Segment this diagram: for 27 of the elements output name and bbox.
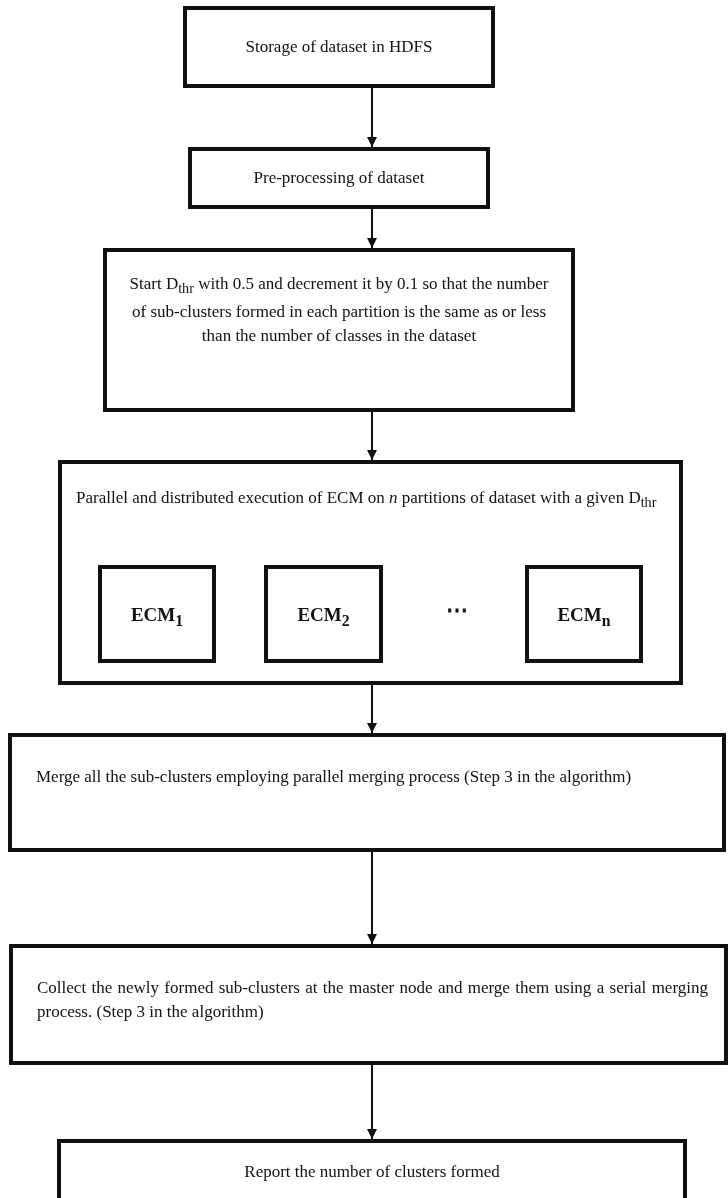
box-text: Merge all the sub-clusters employing parallel merging process (Step 3 in the algorithm) (36, 766, 633, 788)
box-text: ECM$_{2}$ (296, 603, 351, 631)
module-box (98, 565, 216, 663)
module-box (264, 565, 383, 663)
process-box (183, 6, 495, 88)
box-text: Collect the newly formed sub-clusters at the master node and merge them using a serial merging process. (Step 3 in the algorithm) (37, 977, 708, 1023)
process-box (188, 147, 490, 209)
arrow (367, 684, 377, 734)
arrow (367, 1064, 377, 1140)
box-text: Pre-processing of dataset (252, 167, 426, 189)
process-box (103, 248, 575, 412)
process-box (57, 1139, 687, 1198)
box-text: Storage of dataset in HDFS (244, 36, 434, 58)
box-text: Report the number of clusters formed (243, 1161, 501, 1183)
process-box (9, 944, 728, 1065)
arrow (367, 411, 377, 461)
arrow (367, 208, 377, 249)
arrow (367, 851, 377, 945)
box-text: Start D$_{thr}$ with 0.5 and decrement it by 0.1 so that the number of sub-clusters formed in each partition is the same as or less than the number of classes in the dataset (128, 273, 550, 348)
ellipsis-label: ⋯ (446, 597, 468, 623)
process-box (8, 733, 726, 852)
process-box (58, 460, 683, 685)
box-text: ECM$_{1}$ (129, 603, 185, 631)
box-text: ECM$_{n}$ (556, 603, 612, 631)
box-text: Parallel and distributed execution of ECM on n partitions of dataset with a given D$_{thr}$ (76, 487, 658, 513)
module-box (525, 565, 643, 663)
arrow (367, 87, 377, 148)
